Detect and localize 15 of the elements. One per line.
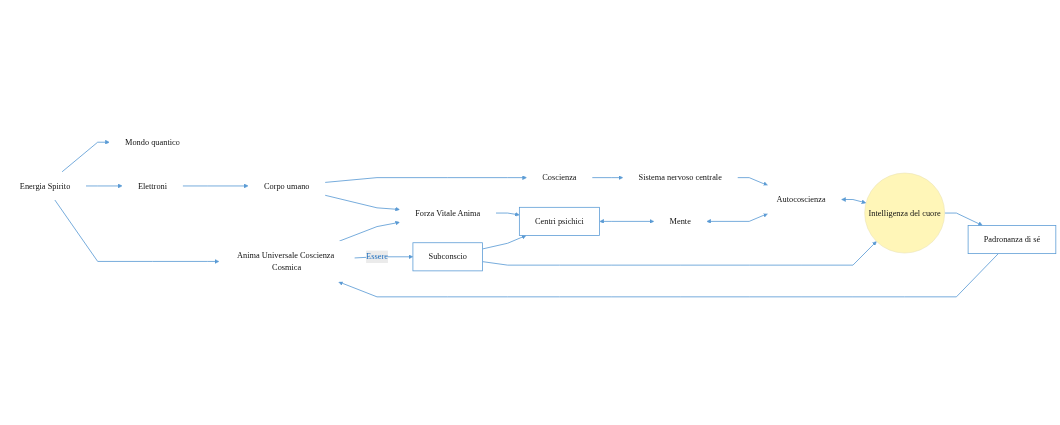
node-box: Padronanza di sé	[967, 225, 1057, 254]
node-text: Anima Universale Coscienza Cosmica	[237, 250, 335, 272]
node-text: Coscienza	[542, 172, 577, 182]
node-text: Mente	[669, 216, 691, 226]
edge-label: Essere	[366, 252, 388, 261]
node-box: Centri psichici	[518, 206, 600, 236]
node-text: Forza Vitale Anima	[415, 208, 481, 218]
node-text: Corpo umano	[263, 181, 310, 191]
node-text: Energia Spirito	[19, 181, 71, 191]
node-box: Subconscio	[412, 242, 483, 272]
node-text: Elettroni	[137, 181, 168, 191]
node-circle: Intelligenza del cuore	[864, 172, 945, 254]
node-text: Autocoscienza	[776, 194, 826, 204]
node-text: Mondo quantico	[125, 137, 180, 147]
node-text: Sistema nervoso centrale	[638, 172, 722, 182]
